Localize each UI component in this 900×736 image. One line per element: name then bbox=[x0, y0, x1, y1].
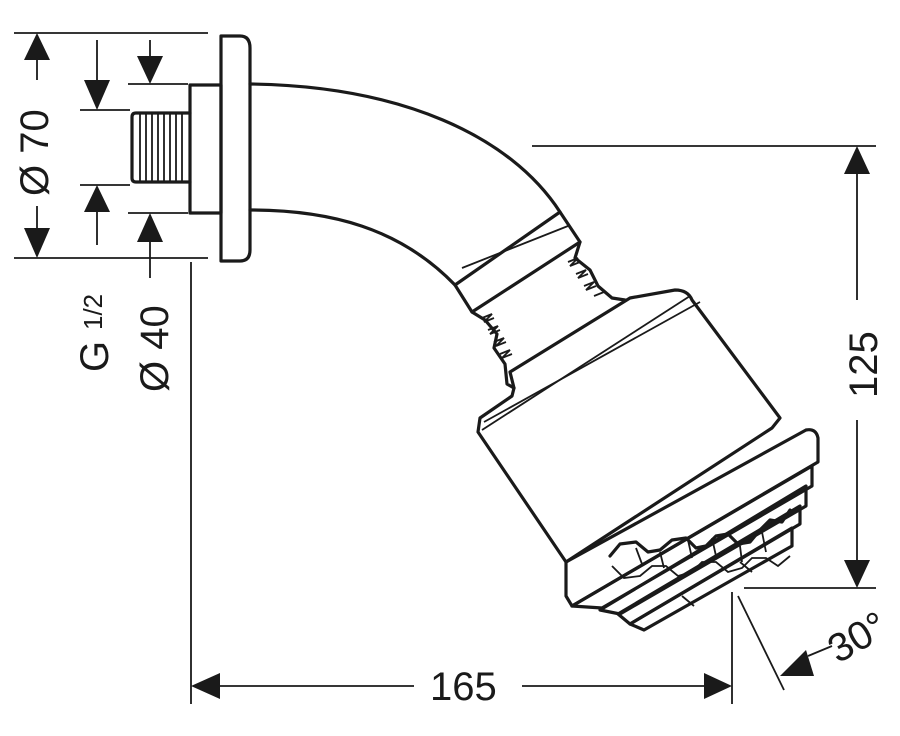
spray-nozzle-plates bbox=[570, 464, 814, 632]
shower-head-body bbox=[476, 288, 782, 564]
wall-flange bbox=[219, 34, 252, 263]
dim-angle bbox=[737, 595, 833, 691]
projection-label: 165 bbox=[430, 665, 497, 709]
dim-thread-diameter bbox=[80, 40, 188, 278]
thread-size-label-group: G 1/2 bbox=[73, 294, 117, 372]
dim-flange-diameter bbox=[14, 32, 208, 259]
thread-fraction-label: 1/2 bbox=[78, 294, 108, 330]
thread-diameter-label: Ø 40 bbox=[133, 305, 177, 392]
dim-projection bbox=[190, 262, 733, 704]
dim-height bbox=[532, 145, 876, 589]
arm-pipe bbox=[248, 82, 582, 314]
height-label: 125 bbox=[842, 331, 886, 398]
swivel-ball-joint bbox=[470, 240, 627, 390]
thread-size-label: G bbox=[73, 341, 117, 372]
angle-label: 30° bbox=[821, 603, 895, 671]
flange-diameter-label: Ø 70 bbox=[13, 109, 57, 196]
threaded-connector bbox=[130, 83, 223, 215]
